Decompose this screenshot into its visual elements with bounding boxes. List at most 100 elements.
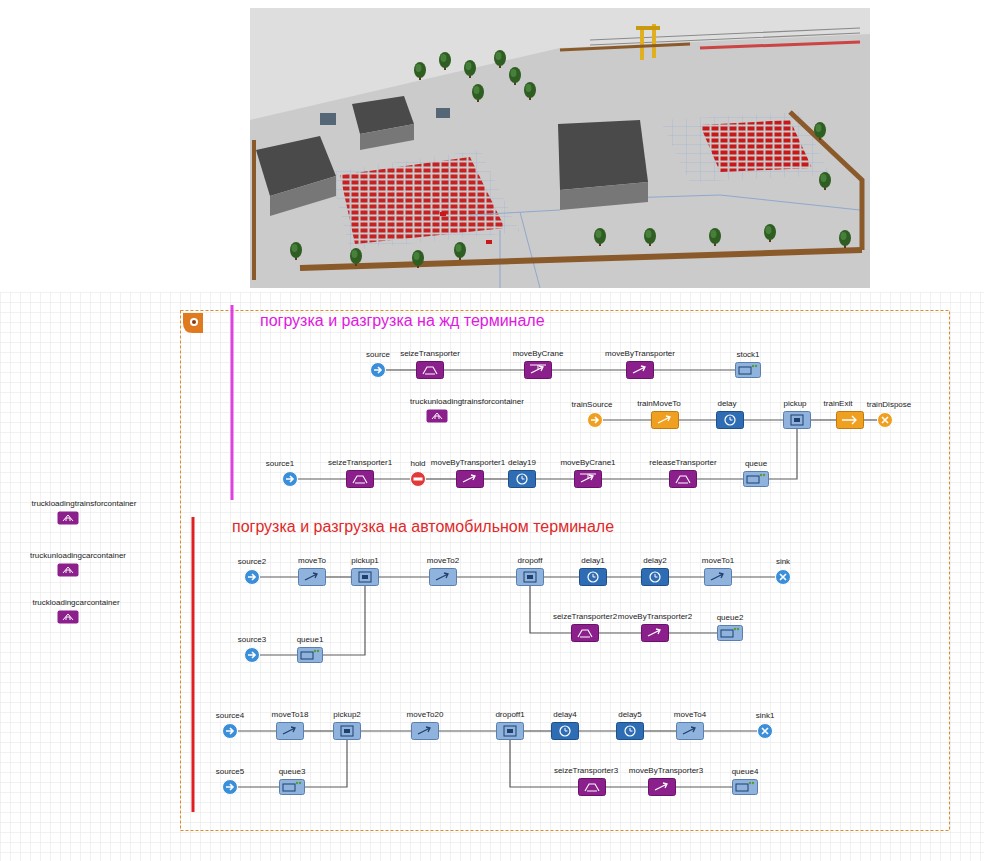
block-glyph <box>58 611 79 624</box>
section-bar <box>231 305 234 500</box>
block-icon <box>222 723 238 739</box>
block-icon <box>244 647 260 663</box>
block-name: moveTo <box>298 556 326 566</box>
flow-connector <box>326 576 351 577</box>
block-glyph <box>347 471 374 488</box>
flow-connector <box>669 576 704 577</box>
gantry-crane <box>636 24 660 60</box>
block-name: queue3 <box>279 767 306 777</box>
flow-connector <box>524 730 551 731</box>
block-glyph <box>744 472 769 487</box>
flow-connector <box>744 419 783 420</box>
flow-connector <box>579 730 616 731</box>
block-name: source1 <box>266 459 294 469</box>
block-name: pickup1 <box>351 556 379 566</box>
block-name: queue <box>745 459 767 469</box>
source-block: source <box>370 362 386 378</box>
block-name: pickup <box>783 399 806 409</box>
block-name: source2 <box>238 557 266 567</box>
warehouse-middle <box>352 96 414 150</box>
release-block: releaseTransporter <box>669 470 697 488</box>
block-glyph <box>642 569 669 586</box>
flow-connector <box>260 576 298 577</box>
block-name: hold <box>410 459 425 469</box>
block-icon <box>551 722 579 740</box>
flow-connector <box>769 429 797 479</box>
block-name: dropoff1 <box>495 710 524 720</box>
transporter-block: moveByTransporter3 <box>648 778 676 796</box>
block-glyph <box>245 648 260 663</box>
block-icon <box>669 470 697 488</box>
block-glyph <box>837 412 864 429</box>
block-name: stock1 <box>736 350 759 360</box>
block-glyph <box>298 648 323 663</box>
block-glyph <box>283 472 298 487</box>
block-name: moveTo4 <box>674 710 706 720</box>
block-icon <box>717 625 743 641</box>
block-icon <box>276 722 304 740</box>
block-name: queue2 <box>717 613 744 623</box>
view-area-icon <box>183 313 203 333</box>
block-icon <box>757 723 773 739</box>
block-name: seizeTransporter3 <box>554 766 618 776</box>
block-name: source <box>366 350 390 360</box>
flow-connector <box>484 478 508 479</box>
flow-connector <box>644 730 676 731</box>
section-heading: погрузка и разгрузка на жд терминале <box>260 311 545 330</box>
block-glyph <box>580 569 607 586</box>
move-block: moveTo1 <box>704 568 732 586</box>
block-glyph <box>412 723 439 740</box>
block-name: trainSource <box>572 400 613 410</box>
sink-block: sink <box>775 569 791 585</box>
block-name: delay4 <box>553 710 577 720</box>
block-glyph <box>457 471 484 488</box>
block-icon <box>416 361 444 379</box>
block-glyph <box>552 723 579 740</box>
section-heading: погрузка и разгрузка на автомобильном те… <box>232 517 614 536</box>
delay-block: delay1 <box>579 568 607 586</box>
flow-connector <box>864 419 877 420</box>
flow-connector <box>654 369 735 370</box>
block-icon <box>587 412 603 428</box>
block-icon <box>616 722 644 740</box>
block-glyph <box>58 512 79 525</box>
transporter-block: moveByTransporter2 <box>641 624 669 642</box>
block-glyph <box>411 472 426 487</box>
block-name: truckunloadingcarcontainer <box>30 551 126 561</box>
flow-connector <box>603 419 651 420</box>
block-glyph <box>705 569 732 586</box>
flow-connector <box>304 730 333 731</box>
crane-block: moveByCrane1 <box>574 470 602 488</box>
block-glyph <box>579 779 606 796</box>
block-name: sink <box>776 557 790 567</box>
block-glyph <box>652 412 679 429</box>
block-glyph <box>677 723 704 740</box>
flow-connector <box>607 576 641 577</box>
block-name: delay <box>717 399 736 409</box>
block-name: moveByTransporter2 <box>618 612 692 622</box>
model-frame <box>181 311 950 831</box>
source-block: source1 <box>282 471 298 487</box>
flow-connector <box>439 730 496 731</box>
block-icon <box>732 779 758 795</box>
flow-connector <box>510 740 578 787</box>
block-icon <box>279 779 305 795</box>
block-name: truckloadingcarcontainer <box>32 598 119 608</box>
agent-type-icon: truckunloadingcarcontainer <box>57 563 79 577</box>
block-glyph <box>371 363 386 378</box>
block-name: moveByCrane1 <box>560 458 615 468</box>
block-icon <box>351 568 379 586</box>
flow-connector <box>676 786 732 787</box>
block-icon <box>411 722 439 740</box>
flow-connector <box>298 478 346 479</box>
pickup-block: pickup <box>783 411 811 429</box>
block-glyph <box>352 569 379 586</box>
agent-type-icon: truckloadingtrainsforcontainer <box>57 511 79 525</box>
delay-block: delay19 <box>508 470 536 488</box>
block-name: sink1 <box>756 711 775 721</box>
block-icon <box>578 778 606 796</box>
block-glyph <box>575 471 602 488</box>
train-move-block: trainMoveTo <box>651 411 679 429</box>
